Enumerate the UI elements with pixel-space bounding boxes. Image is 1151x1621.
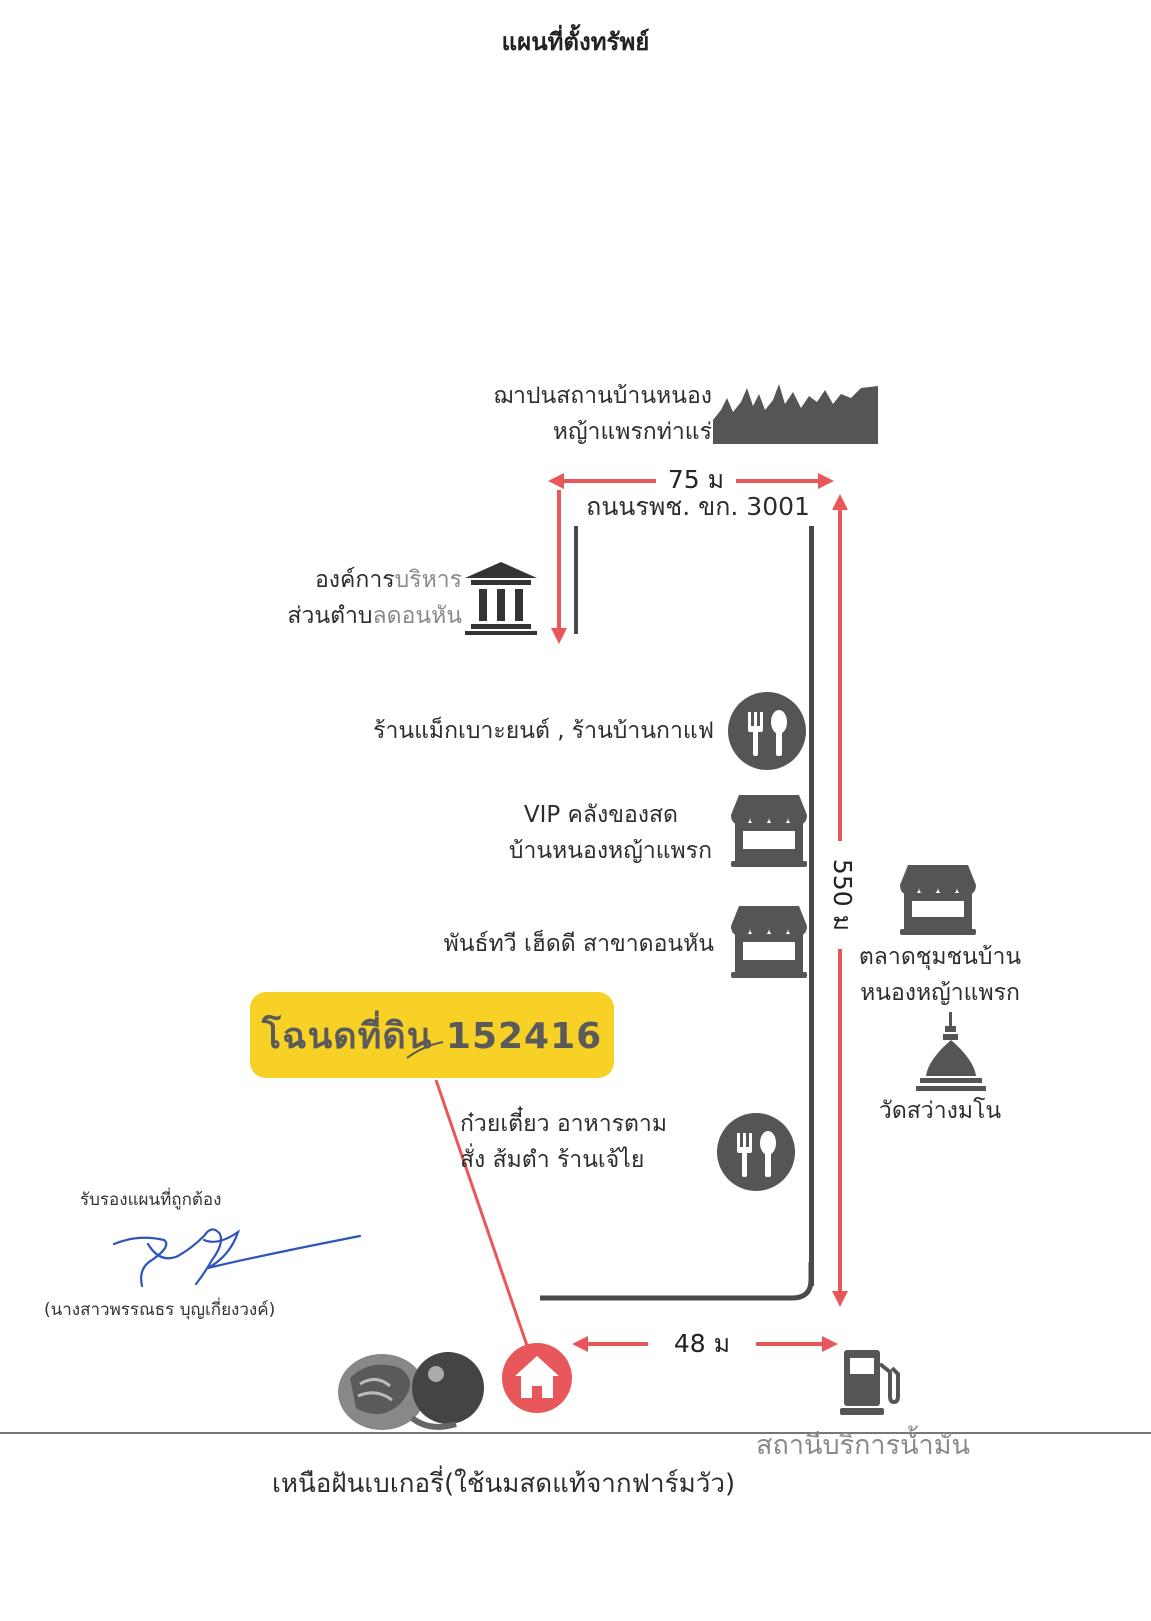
arrow-head-left-icon [548,473,564,489]
landmark-phantavee-label: พันธ์ทวี เฮ็ดดี สาขาดอนหัน [443,931,714,957]
signer-name: (นางสาวพรรณธร บุญเกี่ยงวงค์) [44,1300,276,1320]
distance-bottom-label: 48 ม [648,1329,756,1359]
distance-vertical-label: 550 ม [827,841,857,949]
deed-pointer-line [434,1079,536,1367]
arrow-head-down-icon [832,1291,848,1307]
landmark-bakery-label: เหนือฝันเบเกอรี่(ใช้นมสดแท้จากฟาร์มวัว) [272,1469,736,1499]
shop-icon [731,795,807,867]
land-deed-badge: โฉนดที่ดิน 152416 [250,992,614,1078]
landmark-shrine-label: ฌาปนสถานบ้านหนอง หญ้าแพรกท่าแร่ [493,383,712,445]
house-marker-icon [502,1343,572,1413]
signature [112,1228,362,1288]
arrow-head-right-icon [822,1336,838,1352]
landmark-gas-label: สถานีบริการน้ำมัน [756,1430,970,1461]
market-icon [900,865,976,935]
landmark-market-label: ตลาดชุมชนบ้าน หนองหญ้าแพรก [858,944,1022,1006]
shop-icon [731,906,807,978]
gas-station-icon [840,1350,900,1415]
distance-top-label: 75 ม [656,465,736,495]
arrow-head-right-icon [818,473,834,489]
certification-text: รับรองแผนที่ถูกต้อง [80,1190,222,1210]
landmark-sao-label: องค์การบริหาร ส่วนตำบลดอนหัน [287,567,462,629]
landmark-vip-label: VIP คลังของสด บ้านหนองหญ้าแพรก [508,802,712,864]
main-road-baseline [0,1432,1151,1434]
map-title: แผนที่ตั้งทรัพย์ [501,28,650,56]
restaurant-icon [728,692,806,770]
deed-pen-stroke [406,1041,444,1059]
road-bottom-curve [540,1262,814,1301]
road-main-vertical [809,526,814,1286]
forest-icon [713,384,878,444]
temple-icon [916,1012,986,1091]
arrow-head-down-icon [551,628,567,644]
restaurant-icon [717,1113,795,1191]
road-segment-left [574,526,578,634]
bakery-logo [338,1352,484,1430]
road-name-label: ถนนรพช. ขก. 3001 [586,492,810,521]
distance-arrow-left-vertical [557,490,561,630]
landmark-temple-label: วัดสว่างมโน [878,1098,1002,1124]
landmark-noodle-label: ก๋วยเตี๋ยว อาหารตาม สั่ง ส้มตำ ร้านเจ้ไย [460,1111,667,1173]
arrow-head-up-icon [832,494,848,510]
arrow-head-left-icon [572,1336,588,1352]
landmark-cafe-label: ร้านแม็กเบาะยนต์ , ร้านบ้านกาแฟ [373,718,714,744]
government-building-icon [465,562,537,635]
